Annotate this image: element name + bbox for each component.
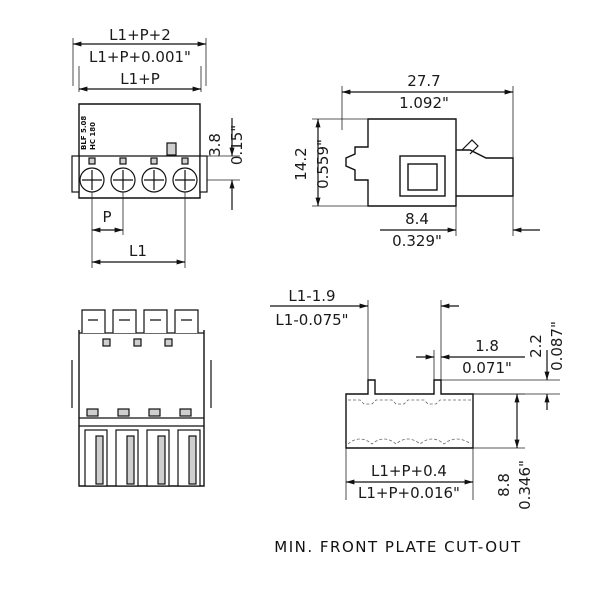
test-port — [181, 157, 189, 165]
side-plug — [456, 149, 514, 197]
side-window-outer — [399, 155, 446, 197]
dim-height-label: 3.8 — [206, 133, 224, 157]
dim-cutout-width-label: L1+P+0.4 — [371, 462, 447, 480]
dim-offset-label: 8.4 — [405, 210, 429, 228]
key-tab — [143, 309, 168, 333]
top-housing-outline — [78, 330, 205, 487]
wire-entry-shade — [126, 435, 135, 485]
dim-cutout-height-inch-label: 0.346" — [516, 460, 534, 510]
indicator — [102, 338, 111, 347]
slot — [117, 408, 130, 417]
dim-width-max-label: L1+P+2 — [109, 26, 171, 44]
test-port — [119, 157, 127, 165]
dim-cutout-offset-label: L1-1.9 — [288, 287, 335, 305]
dim-width-mid-label: L1+P — [120, 70, 160, 88]
dim-length-inch-label: 1.092" — [399, 94, 449, 112]
side-housing — [345, 118, 457, 207]
dim-width-max-inch-label: L1+P+0.001" — [89, 48, 191, 66]
side-latch — [461, 139, 479, 155]
indicator — [164, 338, 173, 347]
dim-cutout-height-label: 8.8 — [495, 473, 513, 497]
side-view: 27.7 1.092" 14.2 0.559" 8.4 0.329" — [292, 72, 540, 250]
dim-side-height-inch-label: 0.559" — [314, 139, 332, 189]
latch-window — [166, 142, 177, 156]
wire-entry-shade — [157, 435, 166, 485]
cutout-outline — [345, 379, 474, 449]
screw-terminals — [79, 157, 198, 193]
dim-small-label: 1.8 — [475, 337, 499, 355]
cutout-view: L1-1.9 L1-0.075" 1.8 0.071" 2.2 0.087" L… — [270, 287, 566, 510]
dim-cutout-offset-inch-label: L1-0.075" — [275, 311, 348, 329]
test-port — [88, 157, 96, 165]
dim-pitch-label: P — [102, 208, 111, 226]
marking: BLF 5.08 HC 180 — [80, 116, 97, 150]
dim-height-inch-label: 0.15" — [228, 125, 246, 165]
top-view — [71, 309, 212, 487]
side-flange-left — [71, 155, 80, 193]
dim-span-label: L1 — [129, 242, 147, 260]
wire-entries — [84, 429, 201, 487]
top-indicators — [86, 338, 192, 417]
dim-side-height-label: 14.2 — [292, 147, 310, 180]
top-keys — [81, 309, 199, 333]
marking-line-1: BLF 5.08 — [80, 116, 88, 150]
slot — [179, 408, 192, 417]
indicator — [133, 338, 142, 347]
key-tab — [112, 309, 137, 333]
side-window-inner — [407, 163, 438, 191]
side-flange-right — [199, 155, 208, 193]
cutout-hidden-line-bottom — [347, 438, 472, 445]
dim-small-inch-label: 0.071" — [462, 359, 512, 377]
dim-cutout-width-inch-label: L1+P+0.016" — [358, 484, 460, 502]
dim-length-label: 27.7 — [407, 72, 440, 90]
dim-offset-inch-label: 0.329" — [392, 232, 442, 250]
cutout-hidden-line-top — [348, 399, 471, 405]
cutout-caption: MIN. FRONT PLATE CUT-OUT — [274, 538, 521, 556]
test-port — [150, 157, 158, 165]
dim-tab-label: 2.2 — [527, 334, 545, 358]
slot — [148, 408, 161, 417]
key-tab — [174, 309, 199, 333]
dim-tab-inch-label: 0.087" — [548, 321, 566, 371]
marking-line-2: HC 180 — [89, 122, 97, 150]
key-tab — [81, 309, 106, 333]
front-view: L1+P+2 L1+P+0.001" L1+P BLF 5.08 HC 180 — [71, 26, 246, 268]
wire-entry-shade — [188, 435, 197, 485]
wire-entry-shade — [95, 435, 104, 485]
slot — [86, 408, 99, 417]
